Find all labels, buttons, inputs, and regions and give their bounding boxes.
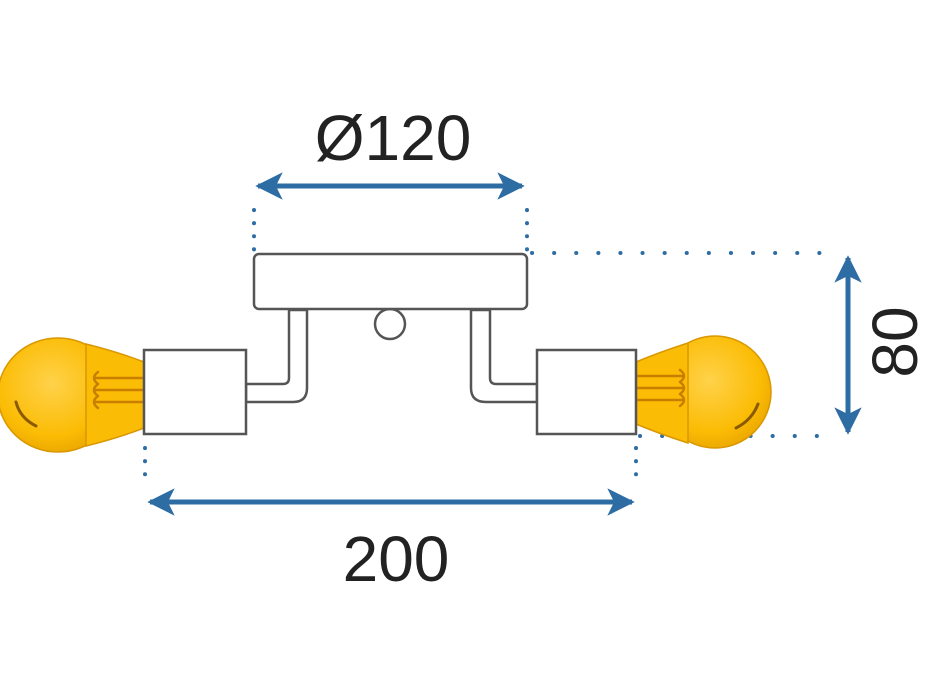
width-dimension: 200 — [143, 446, 638, 595]
diameter-dimension: Ø120 — [252, 102, 529, 254]
right-arm — [469, 308, 539, 404]
edison-bulb-icon — [634, 335, 772, 449]
right-bulb-glint — [734, 402, 760, 430]
lamp-fixture — [244, 252, 539, 404]
diameter-label: Ø120 — [315, 102, 472, 174]
left-bulb-glint — [14, 400, 38, 428]
left-bulb-filament — [92, 370, 146, 410]
height-dimension: 80 — [530, 251, 928, 438]
right-bulb-filament — [634, 368, 686, 408]
center-knob — [373, 307, 407, 341]
edison-bulb-icon — [0, 337, 146, 453]
left-socket — [142, 348, 248, 436]
height-label: 80 — [859, 306, 928, 377]
left-arm — [244, 308, 309, 404]
width-label: 200 — [343, 523, 450, 595]
ceiling-canopy — [252, 252, 529, 311]
right-socket — [535, 348, 638, 436]
left-bulb-neck — [85, 343, 145, 447]
